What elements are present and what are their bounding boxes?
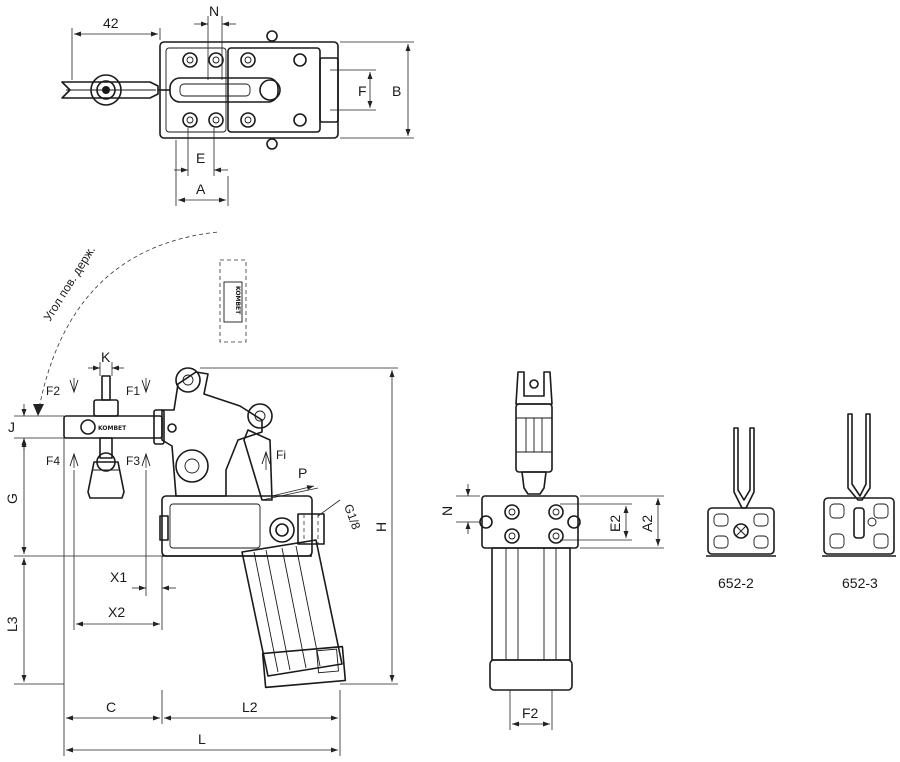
rotation-angle-label: Угол пов. держ. [41, 243, 98, 323]
force-F2-label: F2 [46, 384, 60, 398]
pneumatic-cylinder [241, 539, 347, 689]
top-mount-holes [182, 30, 307, 150]
front-cylinder [491, 547, 571, 661]
top-base-plate [159, 41, 339, 139]
top-dim-F-label: F [358, 83, 367, 99]
dim-J-label: J [8, 419, 15, 435]
dim-X2-label: X2 [108, 604, 125, 620]
dim-E2-label: E2 [607, 515, 623, 532]
force-indicators: F2 F1 F4 F3 Fi [46, 378, 286, 470]
bar-brand-label: KOMBET [98, 425, 127, 432]
front-dim-N-label: N [439, 506, 455, 516]
rotation-angle-arc [37, 231, 219, 415]
dim-F2-label: F2 [522, 705, 539, 721]
side-base-plate [161, 495, 313, 557]
clamp-body [161, 371, 263, 497]
dim-K-label: K [101, 349, 111, 365]
dim-X1-label: X1 [110, 569, 127, 585]
side-view: Угол пов. держ. KOMBET KOMBET [4, 231, 398, 756]
variant-652-2-label: 652-2 [718, 575, 754, 591]
force-F3-label: F3 [126, 454, 140, 468]
dim-L3-label: L3 [4, 616, 20, 632]
variant-652-2: 652-2 [706, 427, 776, 591]
top-view: 42 N F B E A [61, 3, 414, 206]
dim-42-label: 42 [103, 15, 119, 31]
dim-P-label: P [298, 465, 307, 481]
force-F4-label: F4 [46, 454, 60, 468]
top-dim-A-label: A [196, 181, 206, 197]
dim-C-label: C [106, 699, 116, 715]
rotated-arm-ghost [219, 259, 247, 343]
port-G18-label: G1/8 [341, 502, 363, 532]
front-view: N E2 A2 F2 [439, 371, 664, 730]
dim-G-label: G [4, 493, 20, 504]
top-spindle-nut [90, 74, 122, 106]
pressure-pad [87, 461, 125, 499]
ghost-brand-label: KOMBET [234, 286, 241, 315]
dim-L-label: L [198, 731, 206, 747]
toggle-link [243, 429, 273, 501]
top-dim-E-label: E [196, 150, 205, 166]
dim-H-label: H [373, 522, 389, 532]
variant-652-3-label: 652-3 [842, 575, 878, 591]
top-dim-B-label: B [392, 83, 401, 99]
force-Fi-label: Fi [276, 448, 286, 462]
force-F1-label: F1 [126, 384, 140, 398]
dim-A2-label: A2 [639, 515, 655, 532]
dim-L2-label: L2 [242, 699, 258, 715]
top-dim-N-label: N [209, 3, 219, 19]
top-fork [61, 81, 159, 99]
variant-652-3: 652-3 [822, 413, 896, 591]
top-clamp-arm [169, 77, 279, 103]
